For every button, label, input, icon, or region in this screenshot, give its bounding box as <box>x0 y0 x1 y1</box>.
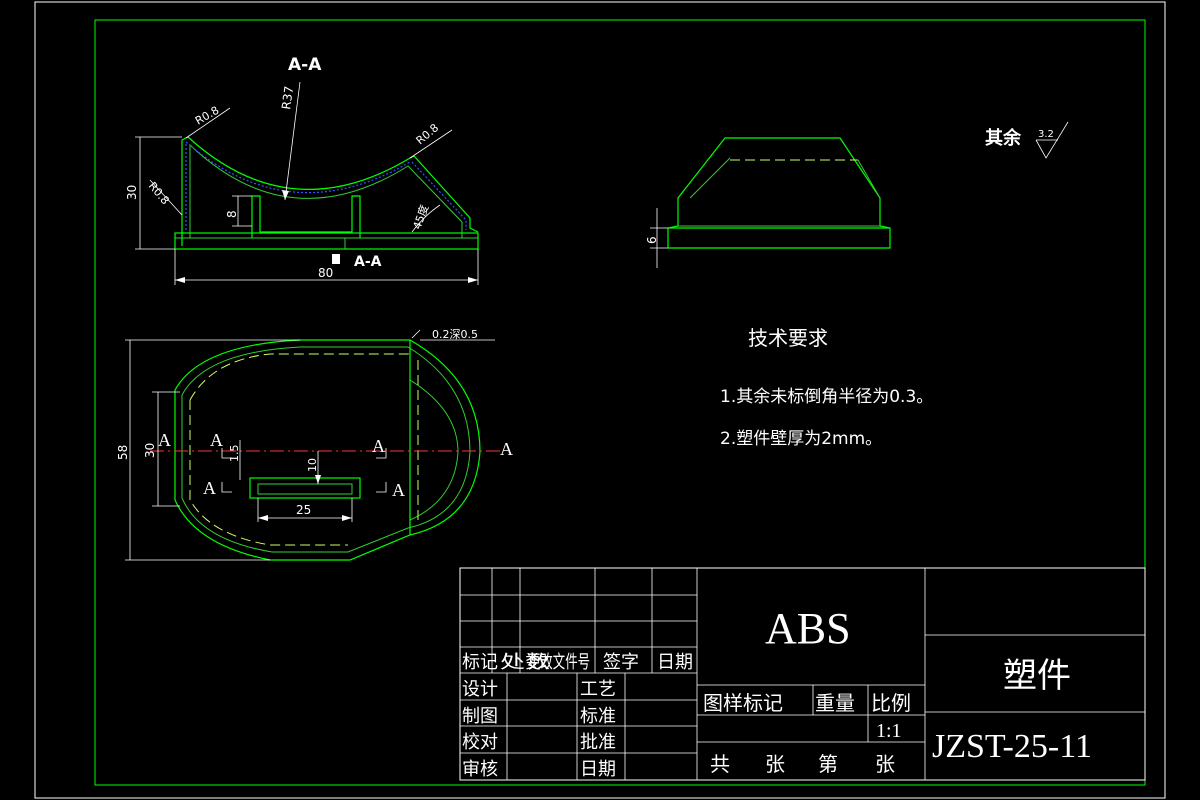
tb-row-approve: 批准 <box>580 732 616 753</box>
dim-r-top-right: R0.8 <box>414 121 442 147</box>
roughness-value: 3.2 <box>1038 129 1054 140</box>
roughness-mark <box>1035 121 1069 159</box>
section-marker <box>332 254 340 264</box>
tb-header-3: 更改文件号 <box>528 652 590 673</box>
section-hidden-right <box>411 161 467 230</box>
mark-a-7: A <box>374 448 375 451</box>
side-view: 6 <box>645 137 891 268</box>
tb-sheet-unit-2: 张 <box>875 752 895 776</box>
tb-row-draw: 制图 <box>462 706 498 727</box>
dim-slot-width: 25 <box>296 503 311 517</box>
mark-a-1: A <box>158 430 171 450</box>
dim-offset-small: 1.5 <box>228 445 241 463</box>
tb-sheet-no: 第 <box>818 752 838 776</box>
section-label: A-A <box>354 254 382 270</box>
mark-a-4: A <box>500 439 513 459</box>
tb-header-4: 签字 <box>603 652 639 673</box>
tb-header-2: 处数 <box>500 652 550 673</box>
mark-a-5: A <box>203 478 216 498</box>
dim-height-inner: 30 <box>143 443 157 458</box>
dim-r-center: R37 <box>279 85 296 110</box>
inner-frame <box>94 19 1146 786</box>
tb-scale: 1:1 <box>876 720 902 742</box>
tech-item-2: 2.塑件壁厚为2mm。 <box>720 429 883 449</box>
tb-row-design: 设计 <box>462 679 498 700</box>
dim-height-outer: 58 <box>116 445 130 460</box>
section-hidden-left <box>185 140 411 230</box>
section-inner-profile <box>189 143 463 238</box>
tb-sheet-unit-1: 张 <box>765 752 785 776</box>
mark-a-6: A <box>392 480 405 500</box>
mark-a-3: A <box>372 436 385 456</box>
dim-width: 80 <box>318 266 333 280</box>
tech-title: 技术要求 <box>748 326 828 350</box>
section-inner-walls <box>251 195 361 238</box>
dim-height: 30 <box>125 185 139 200</box>
section-view: A-A A-A 30 R0.8 R0.8 R37 R0.8 <box>125 55 479 285</box>
tb-material: ABS <box>765 604 851 653</box>
plan-hidden-top <box>189 353 410 401</box>
section-title: A-A <box>288 55 322 75</box>
tb-row-process: 工艺 <box>580 679 616 700</box>
tb-header-5: 日期 <box>657 652 693 673</box>
tb-attr-weight: 重量 <box>815 691 855 715</box>
tb-row-date: 日期 <box>580 759 616 780</box>
tb-attr-mark: 图样标记 <box>703 691 783 715</box>
tb-row-standard: 标准 <box>580 706 616 727</box>
title-block: 标记 处数 更改文件号 签字 日期 设计 制图 校对 审核 工艺 标准 批准 日… <box>459 567 1146 781</box>
tb-row-check: 校对 <box>462 732 498 753</box>
plan-outer <box>174 339 481 561</box>
plan-slot <box>249 477 361 499</box>
plan-view: A A A A A A A 58 30 1.5 10 25 <box>116 328 513 561</box>
roughness-symbol: 其余 3.2 <box>985 121 1069 159</box>
dim-angle: 45度 <box>410 203 432 231</box>
side-outline <box>667 137 891 249</box>
dim-slot-offset: 10 <box>306 458 319 472</box>
section-outer-profile <box>181 136 479 246</box>
roughness-label: 其余 <box>985 127 1022 149</box>
tb-row-review: 审核 <box>462 759 498 780</box>
dim-base-height: 6 <box>645 236 659 244</box>
tb-sheet-total: 共 <box>710 752 730 776</box>
tech-item-1: 1.其余未标倒角半径为0.3。 <box>720 387 934 407</box>
section-base <box>174 232 479 250</box>
tb-drawing-number: JZST-25-11 <box>932 728 1092 765</box>
outer-frame <box>34 1 1166 799</box>
tb-header-1: 标记 <box>462 652 498 673</box>
dim-wall: 0.2深0.5 <box>432 328 478 341</box>
dim-r-left-mid: R0.8 <box>146 180 172 208</box>
tb-part-name: 塑件 <box>1003 656 1071 696</box>
mark-a-2: A <box>210 430 223 450</box>
dim-inner-height: 8 <box>225 210 239 218</box>
tb-attr-scale: 比例 <box>871 691 911 715</box>
